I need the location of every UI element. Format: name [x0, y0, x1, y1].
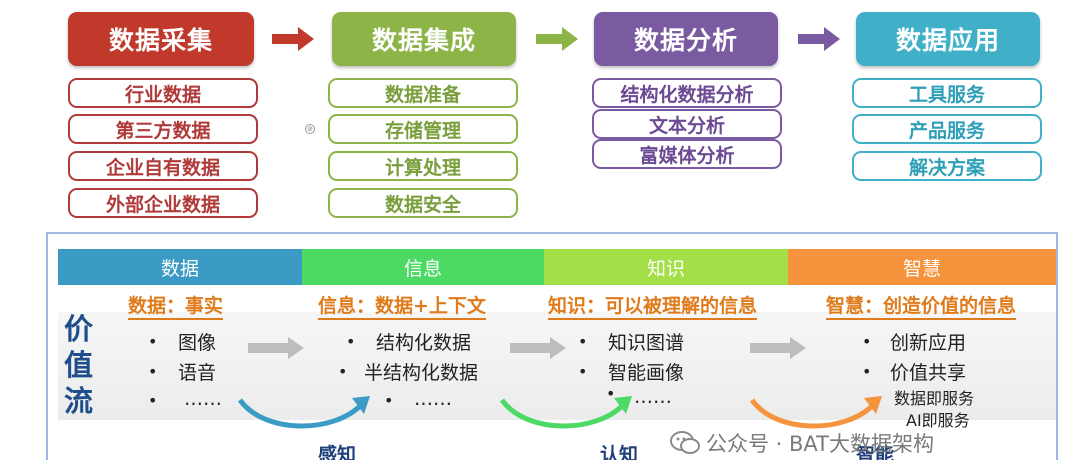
band-wisdom: 智慧	[788, 249, 1056, 285]
section-title-wisdom: 智慧：创造价值的信息	[826, 294, 1017, 320]
phase-label-cognition: 认知	[600, 444, 639, 460]
bullet-text: ……	[634, 386, 672, 408]
handle-icon: ⊘	[305, 124, 315, 134]
stage-item: 结构化数据分析	[592, 78, 782, 108]
stage-item: 行业数据	[68, 78, 258, 108]
stage-header-collect: 数据采集	[68, 12, 254, 66]
bullet-text: 知识图谱	[608, 332, 685, 354]
stage-item: 外部企业数据	[68, 188, 258, 218]
stage-item: 第三方数据	[68, 114, 258, 144]
bullet-dot: •	[578, 332, 588, 351]
curve-arrow-cognition	[499, 396, 632, 429]
band-information: 信息	[302, 249, 544, 285]
bullet-text: 半结构化数据	[364, 362, 479, 384]
stage-header-apply: 数据应用	[856, 12, 1040, 66]
bullet-dot: •	[148, 332, 158, 351]
bullet-dot: •	[578, 362, 588, 381]
value-stream-label: 值	[64, 348, 94, 382]
stage-item: 解决方案	[852, 151, 1042, 181]
stage-item: 存储管理	[328, 114, 518, 144]
stage-item: 文本分析	[592, 109, 782, 139]
bullet-text: 创新应用	[890, 332, 967, 354]
progress-arrow-2	[510, 337, 566, 359]
bullet-text: 结构化数据	[376, 332, 472, 354]
flow-arrow-1	[272, 27, 314, 51]
bullet-dot: •	[862, 362, 872, 381]
section-title-data: 数据：事实	[128, 294, 224, 320]
bullet-dot: •	[338, 362, 348, 381]
bullet-text: 图像	[178, 332, 217, 354]
stage-item: 工具服务	[852, 78, 1042, 108]
stage-header-analyze: 数据分析	[594, 12, 778, 66]
bullet-text: 语音	[178, 362, 217, 384]
section-title-information: 信息：数据+上下文	[318, 294, 486, 320]
content-row-background	[58, 312, 1056, 420]
bullet-dot: •	[606, 384, 616, 403]
value-stream-label: 流	[64, 384, 94, 418]
progress-arrow-1	[248, 337, 304, 359]
bullet-text: ……	[414, 388, 452, 410]
curve-arrow-intelligence	[749, 396, 882, 429]
phase-label-perception: 感知	[318, 444, 357, 460]
bullet-text: 价值共享	[890, 362, 967, 384]
stage-item: 数据安全	[328, 188, 518, 218]
bullet-dot: •	[862, 332, 872, 351]
watermark-text: 公众号 · BAT大数据架构	[706, 432, 934, 456]
bullet-dot: •	[148, 362, 158, 381]
flow-arrow-3	[798, 27, 840, 51]
bullet-text: ……	[184, 388, 222, 410]
stage-item: 数据准备	[328, 78, 518, 108]
curve-arrow-perception	[237, 396, 370, 429]
flow-arrow-2	[536, 27, 578, 51]
bullet-dot: •	[384, 391, 394, 410]
bullet-dot: •	[148, 391, 158, 410]
progress-arrow-3	[750, 337, 806, 359]
stage-item: 计算处理	[328, 151, 518, 181]
band-data: 数据	[58, 249, 302, 285]
bullet-text: AI即服务	[906, 411, 970, 430]
bullet-text: 智能画像	[608, 362, 685, 384]
value-stream-label: 价	[64, 312, 94, 346]
stage-item: 产品服务	[852, 114, 1042, 144]
phase-label-intelligence: 智能	[856, 444, 895, 460]
band-knowledge: 知识	[544, 249, 788, 285]
wechat-icon	[670, 431, 700, 454]
stage-header-integrate: 数据集成	[332, 12, 516, 66]
stage-item: 富媒体分析	[592, 139, 782, 169]
section-title-knowledge: 知识：可以被理解的信息	[548, 294, 758, 320]
bullet-dot: •	[346, 332, 356, 351]
bullet-text: 数据即服务	[894, 389, 975, 408]
stage-item: 企业自有数据	[68, 151, 258, 181]
